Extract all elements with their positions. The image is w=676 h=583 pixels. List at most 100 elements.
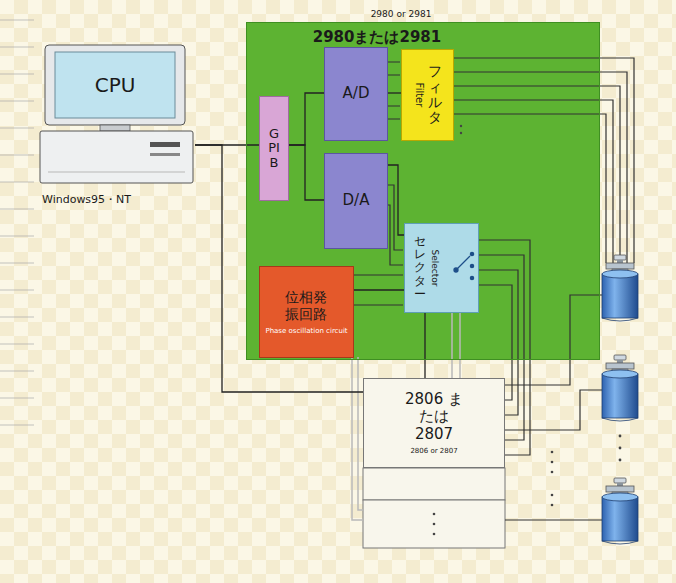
continuation-dots bbox=[551, 461, 554, 464]
converter-label: D/A bbox=[343, 192, 370, 209]
unit-2806: 2806 または 2807 2806 or 2807 bbox=[363, 378, 505, 468]
continuation-dots bbox=[460, 125, 462, 127]
switch-symbol bbox=[454, 268, 458, 272]
computer-illustration bbox=[40, 45, 193, 183]
computer-illustration bbox=[150, 142, 180, 147]
node-content: セレクターSelector bbox=[405, 224, 478, 312]
continuation-dots bbox=[460, 132, 462, 134]
computer-illustration bbox=[40, 131, 193, 183]
continuation-dots bbox=[551, 471, 554, 474]
continuation-dots bbox=[619, 447, 622, 450]
board-fill-layer bbox=[246, 22, 600, 360]
signal-wire bbox=[387, 62, 400, 119]
ad-converter: A/D bbox=[324, 47, 388, 141]
margin-rule bbox=[0, 182, 34, 183]
unit-stack bbox=[363, 468, 505, 548]
computer: CPU bbox=[38, 42, 195, 190]
margin-rule bbox=[0, 74, 34, 75]
rotated-text-holder: Filter bbox=[414, 83, 425, 108]
unit-label-en: 2806 or 2807 bbox=[410, 447, 457, 455]
margin-rule bbox=[0, 236, 34, 237]
unit-stack bbox=[433, 523, 436, 526]
sensor-illustration bbox=[602, 255, 638, 544]
board-fill bbox=[246, 22, 600, 360]
continuation-dots bbox=[551, 494, 554, 497]
continuation-dots bbox=[551, 451, 554, 454]
margin-rule bbox=[0, 371, 34, 372]
margin-rule bbox=[0, 290, 34, 291]
node-content: 2806 または 2807 2806 or 2807 bbox=[364, 379, 504, 467]
filter-label-en: Filter bbox=[414, 83, 425, 108]
phase-oscillator: 位相発振回路 Phase oscillation circuit bbox=[259, 266, 354, 358]
switch-symbol bbox=[470, 276, 473, 279]
switch-symbol bbox=[454, 252, 474, 279]
model-label: 2980 or 2981 bbox=[371, 9, 432, 19]
computer-illustration bbox=[48, 172, 185, 173]
unit-label: 2806 または 2807 bbox=[401, 391, 467, 443]
node-content: 位相発振回路 Phase oscillation circuit bbox=[260, 267, 353, 357]
filter-label: フィルタ bbox=[428, 64, 442, 126]
os-label: Windows95・NT bbox=[42, 192, 131, 207]
computer-illustration bbox=[45, 45, 185, 125]
margin-rule bbox=[0, 425, 34, 426]
margin-rule bbox=[0, 101, 34, 102]
unit-stack bbox=[363, 468, 505, 500]
da-converter: D/A bbox=[324, 153, 388, 249]
selector-label: セレクター bbox=[414, 235, 426, 301]
margin-rule bbox=[0, 20, 34, 425]
signal-connector bbox=[289, 145, 324, 200]
filter-box: フィルタFilter bbox=[401, 49, 454, 141]
signal-connector bbox=[289, 93, 324, 145]
margin-rule bbox=[0, 263, 34, 264]
margin-rule bbox=[0, 317, 34, 318]
margin-rule bbox=[0, 128, 34, 129]
grey-wire bbox=[352, 357, 363, 520]
board-title: 2980または2981 bbox=[313, 28, 442, 47]
grey-wire bbox=[452, 312, 460, 378]
signal-wire bbox=[345, 58, 634, 520]
signal-connector bbox=[388, 92, 401, 93]
cpu-label: CPU bbox=[95, 73, 136, 97]
oscillator-label-en: Phase oscillation circuit bbox=[265, 327, 347, 335]
margin-rule bbox=[0, 209, 34, 210]
signal-connector bbox=[354, 289, 404, 290]
switch-symbol bbox=[470, 252, 473, 255]
sensor-illustration bbox=[602, 255, 638, 321]
switch-symbol bbox=[470, 264, 473, 267]
margin-rule bbox=[0, 155, 34, 156]
selector-label-en: Selector bbox=[429, 250, 439, 287]
sensor-illustration bbox=[602, 355, 638, 421]
signal-connector bbox=[424, 313, 425, 378]
unit-stack bbox=[433, 533, 436, 536]
unit-stack bbox=[363, 500, 505, 548]
continuation-dots bbox=[551, 504, 554, 507]
continuation-dots bbox=[619, 459, 622, 462]
signal-wire bbox=[453, 58, 634, 263]
computer-illustration bbox=[100, 125, 130, 131]
unit-stack bbox=[433, 513, 436, 516]
node-content: A/D bbox=[325, 48, 387, 140]
margin-rule bbox=[0, 344, 34, 345]
converter-label: A/D bbox=[343, 85, 370, 102]
node-content: GPIB bbox=[260, 97, 288, 200]
margin-rule bbox=[0, 47, 34, 48]
oscillator-label: 位相発振回路 bbox=[284, 289, 329, 323]
switch-symbol bbox=[456, 256, 470, 270]
computer-illustration bbox=[55, 52, 175, 118]
selector-box: セレクターSelector bbox=[404, 223, 479, 313]
margin-rule bbox=[0, 20, 34, 21]
signal-connector bbox=[388, 165, 404, 235]
continuation-dots bbox=[619, 435, 622, 438]
gpib-box: GPIB bbox=[259, 96, 289, 201]
interface-label: GPIB bbox=[268, 127, 281, 170]
signal-wire bbox=[505, 295, 602, 520]
margin-rule bbox=[0, 398, 34, 399]
board-2980: GPIB A/D フィルタFilterD/A セレクターSelector 位相発振回路 P… bbox=[246, 22, 600, 360]
sensor-illustration bbox=[602, 478, 638, 544]
rotated-text-holder: Selector bbox=[429, 250, 439, 287]
signal-wire bbox=[387, 185, 403, 265]
computer-illustration bbox=[150, 153, 180, 156]
node-content: D/A bbox=[325, 154, 387, 248]
